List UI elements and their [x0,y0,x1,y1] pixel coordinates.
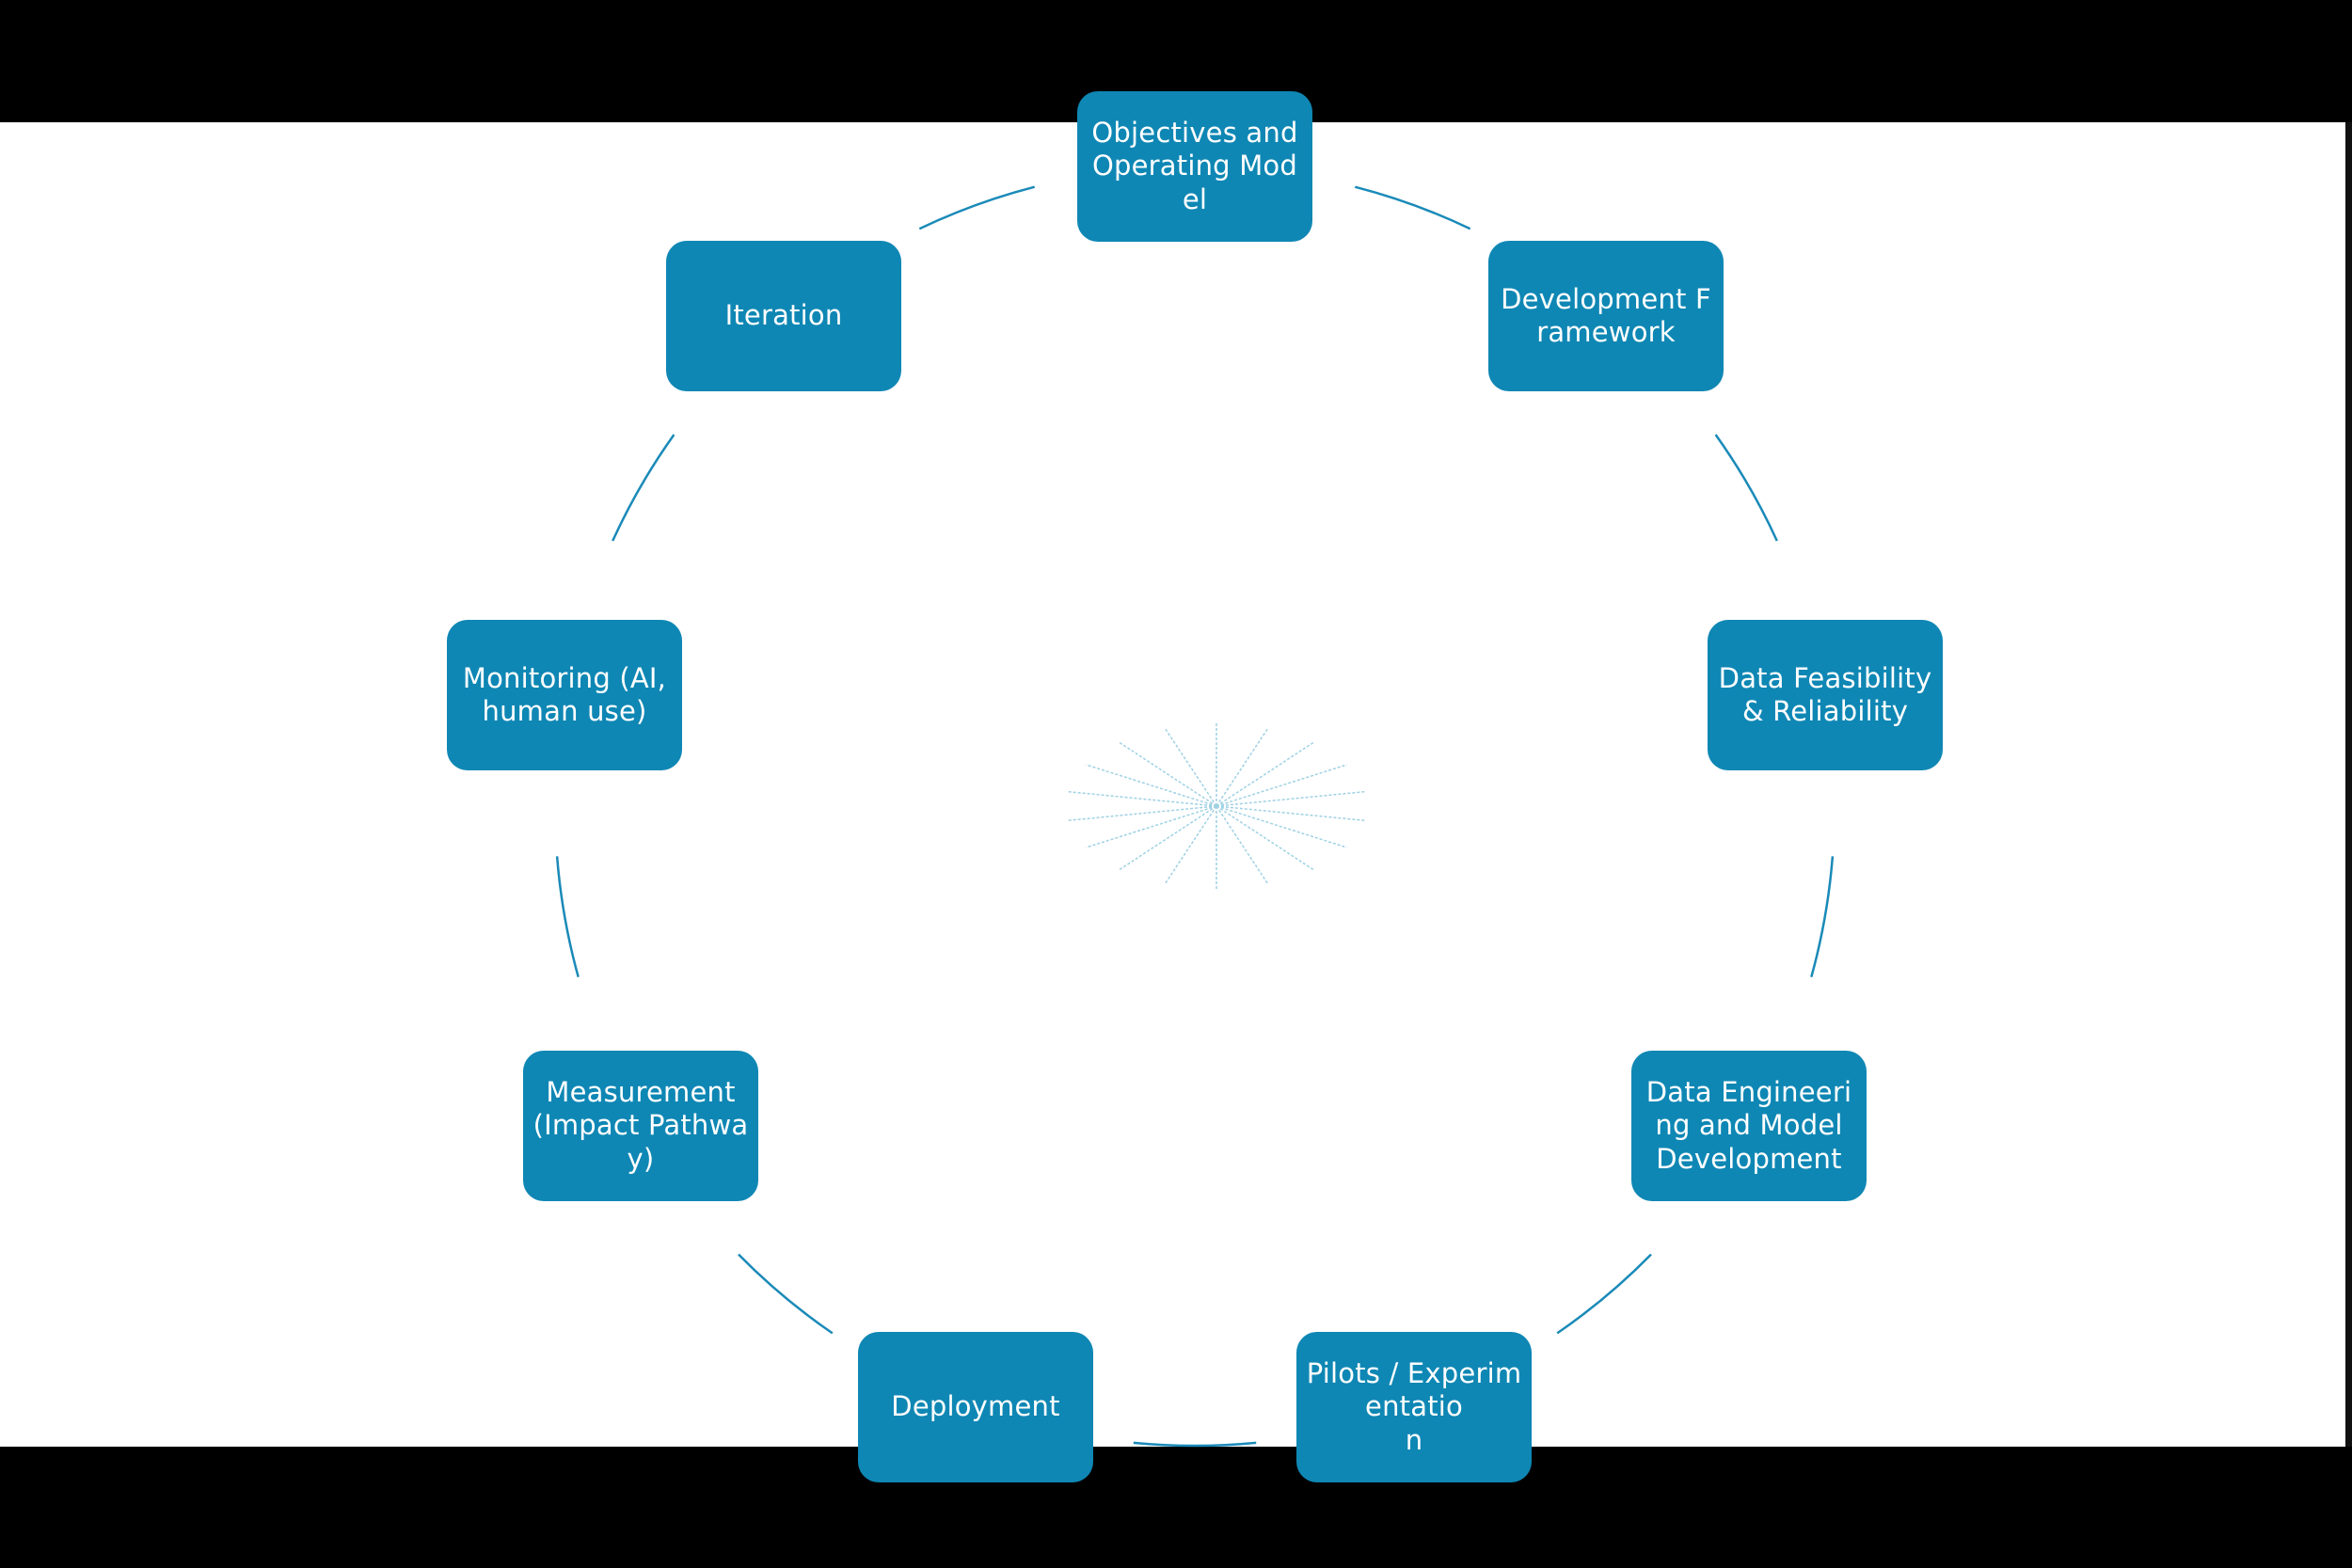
center-spokes [1068,723,1365,889]
connector-arc [1556,1253,1652,1335]
connector-arc [918,185,1036,230]
connector-arc [738,1253,834,1335]
node-data-engineering: Data Engineering and Model Development [1631,1051,1867,1201]
spoke-line [1216,741,1314,807]
spoke-line [1086,805,1217,848]
spoke-line [1068,805,1217,822]
connector-arc [612,434,675,542]
spoke-line [1216,727,1269,807]
connector-arc [1354,185,1471,230]
node-monitoring: Monitoring (AI, human use) [447,620,682,770]
spoke-line [1216,805,1269,885]
letterbox-bottom [0,1447,2352,1568]
node-objectives: Objectives and Operating Model [1077,91,1312,242]
spoke-line [1216,790,1365,807]
node-measurement: Measurement (Impact Pathway) [523,1051,758,1201]
spoke-line [1164,805,1217,885]
spoke-line [1119,741,1217,807]
spoke-line [1216,764,1347,807]
node-development-framework: Development Framework [1488,241,1724,391]
connector-arc [555,856,580,978]
connector-arc [1714,434,1778,542]
connector-arc [1133,1441,1257,1448]
slide-right-edge [2345,122,2352,1447]
spoke-line [1086,764,1217,807]
cycle-connectors [555,185,1835,1448]
node-iteration: Iteration [666,241,901,391]
node-pilots: Pilots / Experimentatio n [1296,1332,1532,1482]
node-deployment: Deployment [858,1332,1093,1482]
spoke-line [1216,805,1365,822]
spoke-line [1164,727,1217,807]
spoke-line [1216,805,1314,871]
spoke-line [1068,790,1217,807]
spoke-line [1216,805,1347,848]
slide-canvas [0,122,2352,1447]
connector-arc [1810,856,1835,978]
node-data-feasibility: Data Feasibility & Reliability [1708,620,1943,770]
spoke-line [1119,805,1217,871]
